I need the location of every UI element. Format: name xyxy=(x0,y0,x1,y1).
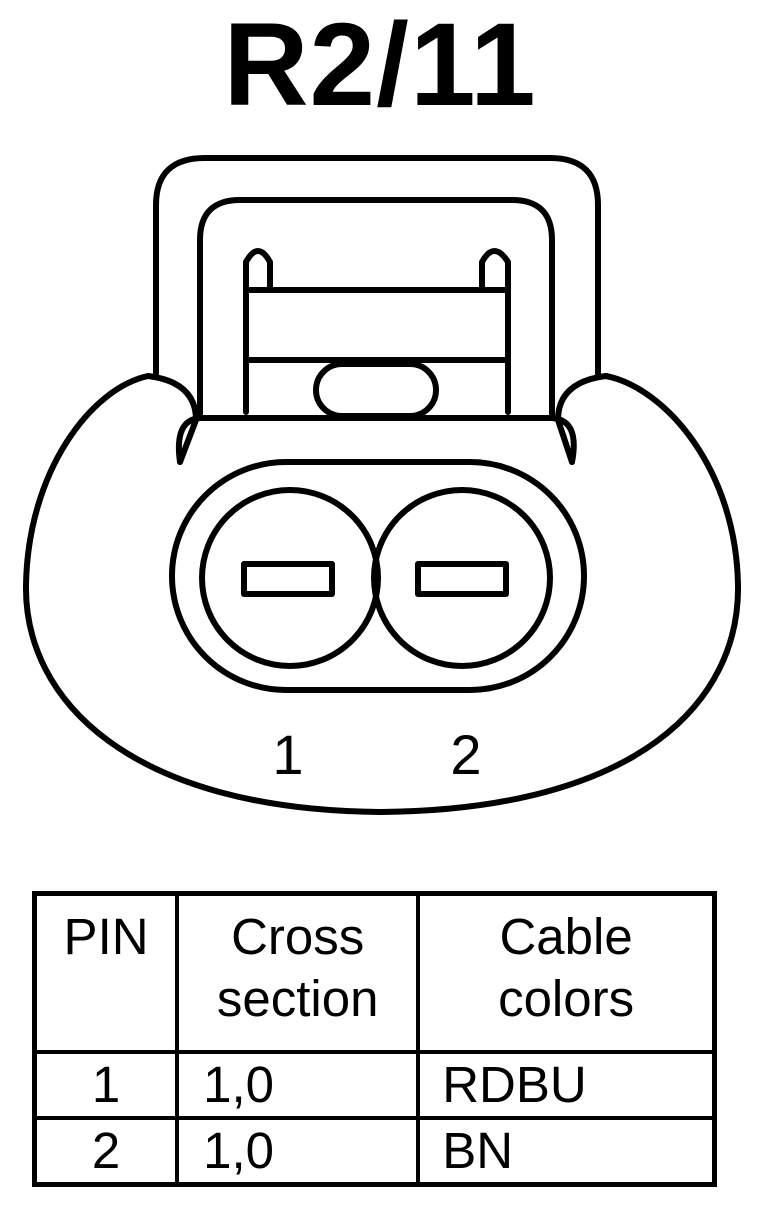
table-row: 2 1,0 BN xyxy=(32,1116,717,1187)
connector-diagram: 1 2 xyxy=(22,155,742,815)
latch-inner xyxy=(197,197,555,421)
pin-2-label: 2 xyxy=(450,723,481,786)
latch-left-prong xyxy=(243,248,273,415)
pin-assignment-table: PIN Cross section Cable colors 1 1,0 RDB… xyxy=(32,891,717,1187)
row-2-cable-color: BN xyxy=(416,1116,717,1187)
latch-release-oval xyxy=(313,361,439,419)
connector-body xyxy=(22,373,742,815)
pin-1-cavity xyxy=(199,487,381,669)
latch-right-prong xyxy=(479,248,511,415)
row-2-cross-section: 1,0 xyxy=(175,1116,421,1187)
row-1-cross-section: 1,0 xyxy=(175,1050,421,1120)
table-header-row: PIN Cross section Cable colors xyxy=(32,891,717,1054)
latch-outer xyxy=(153,155,601,377)
pin-1-terminal xyxy=(241,561,335,597)
pin-2-cavity xyxy=(371,487,553,669)
table-row: 1 1,0 RDBU xyxy=(32,1050,717,1120)
mating-face-frame xyxy=(197,415,577,465)
header-cross-section: Cross section xyxy=(175,891,421,1054)
row-2-pin: 2 xyxy=(32,1116,180,1187)
row-1-pin: 1 xyxy=(32,1050,180,1120)
header-pin: PIN xyxy=(32,891,180,1054)
socket-housing xyxy=(169,459,587,693)
pin-1-label: 1 xyxy=(272,723,303,786)
pin-2-terminal xyxy=(415,561,509,597)
header-cable-colors: Cable colors xyxy=(416,891,717,1054)
row-1-cable-color: RDBU xyxy=(416,1050,717,1120)
mating-face-frame-left xyxy=(176,415,203,465)
connector-title: R2/11 xyxy=(223,0,537,131)
